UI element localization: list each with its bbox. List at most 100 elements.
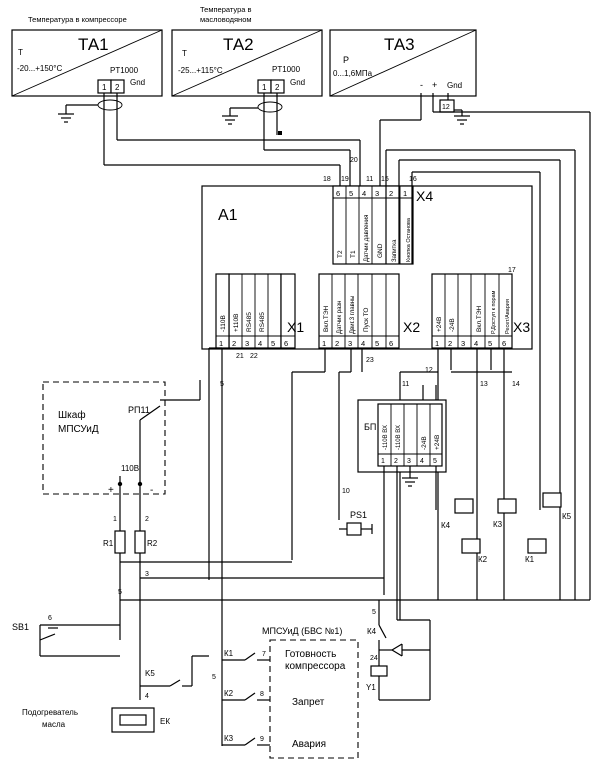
- contact-k1: К1: [224, 649, 234, 658]
- mpsuid-bvs: МПСУиД (БВС №1) 5 К1 7 Готовность компре…: [212, 626, 359, 759]
- x4-name: Х4: [416, 188, 433, 204]
- bp-pin-1: 1: [381, 458, 385, 465]
- x1-pin-2: 2: [232, 339, 236, 348]
- ta3-var: P: [343, 55, 349, 65]
- ta3-name: ТА3: [384, 35, 415, 54]
- x1-label-rs485b: RS485: [259, 312, 266, 332]
- x2-pin-4: 4: [361, 339, 365, 348]
- controller-a1: А1 Х4 6 5 4 3 2 1 Т2 Т1 Датчик давления …: [201, 185, 533, 350]
- x1-pin-5: 5: [271, 339, 275, 348]
- cabinet-line1: Шкаф: [58, 409, 86, 421]
- wire-8: 8: [260, 691, 264, 698]
- resistor-r1: R1: [103, 539, 114, 548]
- valve-y1-label: Y1: [366, 683, 376, 692]
- sensor-ta2: Температура в масловодяном ТА2 T -25...+…: [171, 5, 323, 97]
- x2-label-start: Пуск ТО: [363, 308, 370, 332]
- wire-13: 13: [480, 381, 488, 388]
- relays: К4 К2 К3 К1 К5: [441, 492, 572, 564]
- x3-label-plus24: +24В: [436, 317, 443, 332]
- wire-label-12a: 12: [442, 104, 450, 111]
- ta2-range: -25...+115°C: [178, 66, 223, 75]
- x1-label-plus110: +110В: [233, 314, 240, 333]
- signal-ready-2: компрессора: [285, 661, 346, 672]
- x4-label-t1: Т1: [350, 250, 357, 258]
- x2-pin-6: 6: [389, 339, 393, 348]
- wire-3: 3: [145, 571, 149, 578]
- bp-label-2: -110В ВХ: [396, 425, 402, 450]
- x4-pin-2: 2: [389, 189, 393, 198]
- cabinet-line2: МПСУиД: [58, 424, 99, 435]
- main-wiring: [208, 149, 590, 746]
- wire-23: 23: [366, 357, 374, 364]
- x2-pin-3: 3: [348, 339, 352, 348]
- x4-label-supply: Запитка: [392, 239, 398, 262]
- ta2-pin2: 2: [275, 83, 280, 92]
- wire-10: 10: [342, 488, 350, 495]
- bp-pin-4: 4: [420, 458, 424, 465]
- x1-name: Х1: [287, 319, 304, 335]
- bp-pin-2: 2: [394, 458, 398, 465]
- x3-label-access: Р.Доступ к порам: [491, 290, 497, 334]
- mpsuid-title: МПСУиД (БВС №1): [262, 626, 342, 636]
- x2-pin-2: 2: [335, 339, 339, 348]
- cabinet-plus: +: [108, 485, 114, 496]
- x3-label-minus24: -24В: [449, 318, 456, 332]
- contact-k2: К2: [224, 689, 234, 698]
- ta2-caption: Температура в: [200, 5, 252, 14]
- bp-label-1: -110В ВХ: [383, 425, 389, 450]
- x3-pin-5: 5: [488, 339, 492, 348]
- x4-label-t2: Т2: [337, 250, 344, 258]
- cabinet-voltage: 110В: [121, 464, 139, 473]
- wire-6: 6: [48, 615, 52, 622]
- wire-21: 21: [236, 353, 244, 360]
- terminal-x4: Х4 6 5 4 3 2 1 Т2 Т1 Датчик давления GND…: [332, 185, 433, 265]
- x4-pin-5: 5: [349, 189, 353, 198]
- valve-y1: 5 К4 24 Y1: [366, 600, 431, 701]
- x2-name: Х2: [403, 319, 420, 335]
- x4-label-stop: Кнопка Останова: [406, 217, 412, 262]
- x2-label-motor: Двиг.3 главны: [350, 296, 356, 334]
- ta3-minus: -: [420, 80, 423, 90]
- signal-alarm: Авария: [292, 739, 326, 750]
- ta3-gnd: Gnd: [447, 81, 462, 90]
- wire-1: 1: [113, 516, 117, 523]
- wire-18: 18: [323, 176, 331, 183]
- pressure-switch-ps1: PS1: [339, 510, 373, 536]
- heater-label-1: Подогреватель: [22, 708, 78, 717]
- a1-name: А1: [218, 207, 238, 224]
- ta3-range: 0...1,6МПа: [333, 69, 373, 78]
- heater-label-2: масла: [42, 720, 66, 729]
- contact-k4: К4: [367, 627, 377, 636]
- cabinet-minus: -: [150, 485, 153, 496]
- x3-pin-4: 4: [474, 339, 478, 348]
- terminal-x2: Х2 1 2 3 4 5 6 Вкл.ТЭН Датчик разн Двиг.…: [318, 273, 420, 349]
- x4-pin-6: 6: [336, 189, 340, 198]
- heater-ek: ЕК: [160, 717, 170, 726]
- x2-label-heater: Вкл.ТЭН: [323, 306, 330, 332]
- signal-ready-1: Готовность: [285, 649, 336, 660]
- sensor-ta1: Температура в компрессоре ТА1 T -20...+1…: [11, 15, 163, 97]
- x2-pin-1: 1: [322, 339, 326, 348]
- power-supply-bp: БП -110В ВХ -110В ВХ -24В +24В 1 2 3 4 5: [357, 385, 447, 620]
- x4-pin-1: 1: [403, 189, 407, 198]
- x1-pin-4: 4: [258, 339, 262, 348]
- x1-label-minus110: -110В: [220, 315, 227, 332]
- relay-k2-label: К2: [478, 555, 488, 564]
- ta3-plus: +: [432, 80, 437, 90]
- resistor-r2: R2: [147, 539, 158, 548]
- ta1-var: T: [18, 48, 23, 57]
- signal-inhibit: Запрет: [292, 697, 325, 708]
- ta1-range: -20...+150°C: [17, 64, 62, 73]
- ta2-caption2: масловодяном: [200, 15, 252, 24]
- ta1-caption: Температура в компрессоре: [28, 15, 127, 24]
- x4-label-gnd: GND: [377, 243, 384, 258]
- x2-label-diff: Датчик разн: [337, 301, 343, 334]
- x1-label-rs485a: RS485: [246, 312, 253, 332]
- ta2-name: ТА2: [223, 35, 254, 54]
- wire-7: 7: [262, 651, 266, 658]
- x1-pin-1: 1: [219, 339, 223, 348]
- terminal-x3: Х3 1 2 3 4 5 6 +24В -24В Вкл.ТЭН Р.Досту…: [431, 273, 530, 349]
- relay-k1-label: К1: [525, 555, 535, 564]
- wire-11b: 11: [402, 381, 409, 388]
- ta1-type: PT1000: [110, 66, 139, 75]
